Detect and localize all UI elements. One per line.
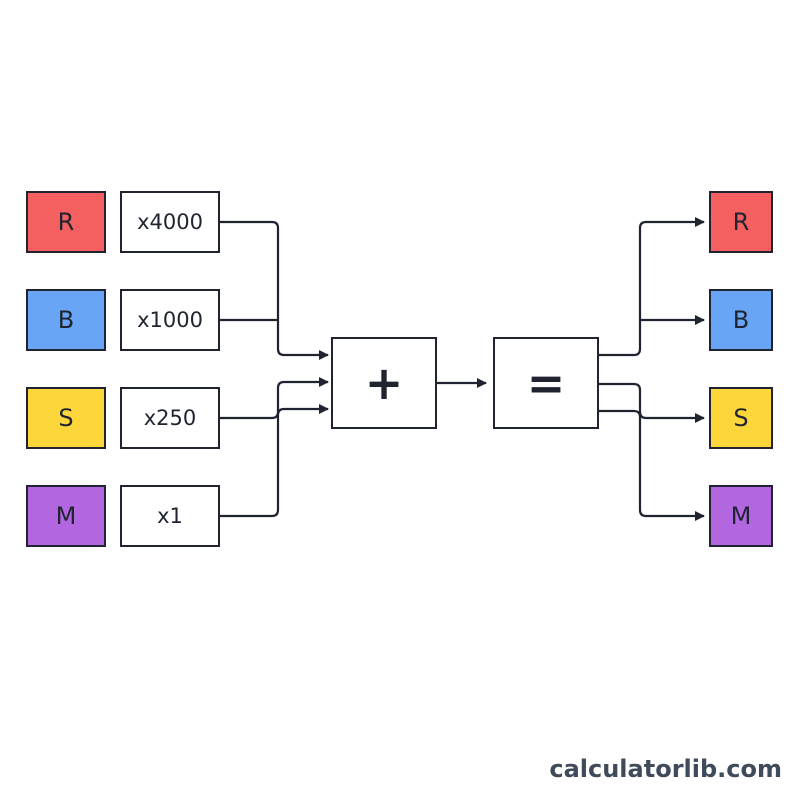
multiplier-box-b: x1000	[120, 289, 220, 351]
multiplier-label-m: x1	[157, 504, 183, 528]
output-letter-s: S	[733, 404, 749, 432]
output-box-r: R	[709, 191, 773, 253]
output-letter-b: B	[732, 306, 750, 334]
input-letter-r: R	[57, 208, 75, 236]
equals-symbol: =	[526, 356, 566, 410]
arrow-x4000-to-plus	[220, 220, 329, 360]
output-letter-r: R	[732, 208, 750, 236]
input-box-s: S	[26, 387, 106, 449]
output-box-b: B	[709, 289, 773, 351]
multiplier-box-r: x4000	[120, 191, 220, 253]
input-box-r: R	[26, 191, 106, 253]
input-letter-s: S	[58, 404, 74, 432]
arrow-x1-to-plus	[220, 404, 329, 518]
watermark-text: calculatorlib.com	[549, 755, 782, 783]
input-box-b: B	[26, 289, 106, 351]
output-letter-m: M	[730, 502, 752, 530]
input-box-m: M	[26, 485, 106, 547]
arrow-to-output-m	[598, 409, 705, 521]
input-letter-m: M	[55, 502, 77, 530]
multiplier-label-b: x1000	[137, 308, 203, 332]
arrow-x250-to-plus	[220, 377, 329, 420]
multiplier-label-s: x250	[143, 406, 197, 430]
multiplier-box-s: x250	[120, 387, 220, 449]
output-box-m: M	[709, 485, 773, 547]
equals-operator-box: =	[493, 337, 599, 429]
plus-symbol: +	[364, 356, 404, 410]
multiplier-label-r: x4000	[137, 210, 203, 234]
plus-operator-box: +	[331, 337, 437, 429]
input-letter-b: B	[57, 306, 75, 334]
arrow-to-output-r	[598, 217, 705, 357]
arrow-to-output-s	[598, 382, 705, 423]
output-box-s: S	[709, 387, 773, 449]
multiplier-box-m: x1	[120, 485, 220, 547]
